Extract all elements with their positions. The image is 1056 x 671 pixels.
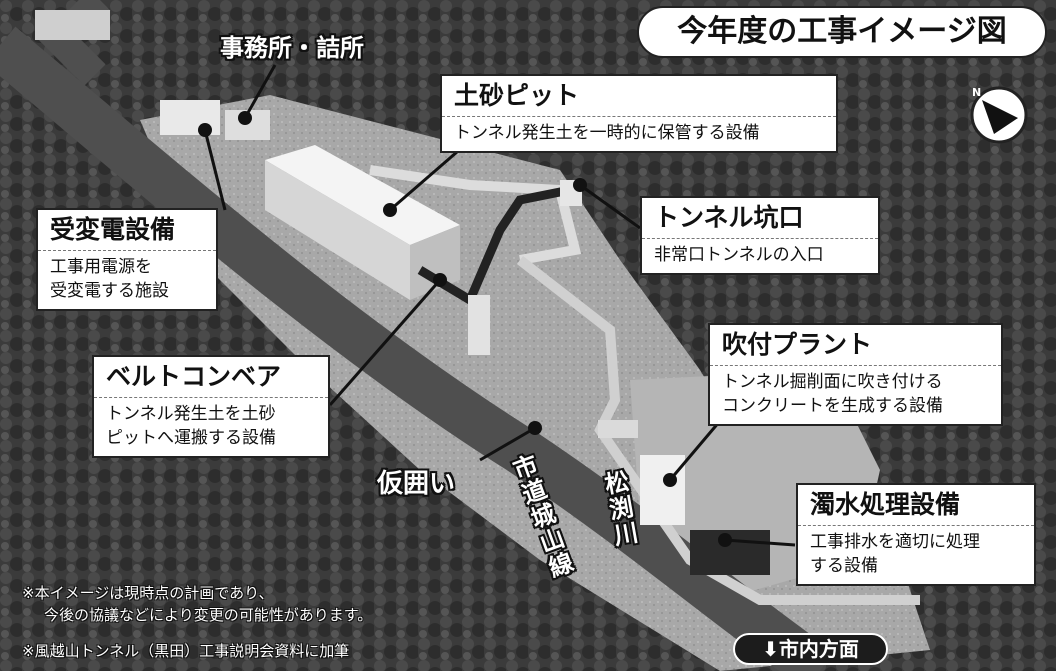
note-line-3: ※風越山トンネル（黒田）工事説明会資料に加筆 xyxy=(22,642,350,660)
marker-conveyor xyxy=(433,273,447,287)
marker-soil-pit xyxy=(383,203,397,217)
callout-spray-plant: 吹付プラント トンネル掘削面に吹き付ける コンクリートを生成する設備 xyxy=(708,323,1003,426)
callout-tunnel-entrance-desc: 非常口トンネルの入口 xyxy=(654,245,824,265)
leader-office xyxy=(243,64,277,119)
leader-conveyor xyxy=(328,279,442,406)
callout-water-treatment: 濁水処理設備 工事排水を適切に処理 する設備 xyxy=(796,483,1036,586)
marker-fence xyxy=(528,421,542,435)
belt-conveyor-line xyxy=(417,185,571,307)
callout-soil-pit: 土砂ピット トンネル発生土を一時的に保管する設備 xyxy=(440,74,838,153)
note-line-2: 今後の協議などにより変更の可能性があります。 xyxy=(44,606,373,624)
direction-badge: ⬇市内方面 xyxy=(733,633,888,665)
diagram-title: 今年度の工事イメージ図 xyxy=(637,6,1047,58)
north-arrow-icon: N xyxy=(970,86,1028,144)
callout-soil-pit-desc: トンネル発生土を一時的に保管する設備 xyxy=(454,123,760,143)
leader-tunnel xyxy=(579,183,641,230)
callout-belt-conveyor-desc: トンネル発生土を土砂 ピットへ運搬する設備 xyxy=(106,404,276,448)
callout-belt-conveyor-title: ベルトコンベア xyxy=(94,357,328,398)
leader-substation xyxy=(203,129,227,211)
leader-fence xyxy=(479,426,536,462)
marker-water xyxy=(718,533,732,547)
callout-spray-plant-title: 吹付プラント xyxy=(710,325,1001,366)
svg-text:N: N xyxy=(972,86,981,99)
marker-office xyxy=(238,111,252,125)
soil-pit-roof xyxy=(265,145,460,245)
callout-substation-desc: 工事用電源を 受変電する施設 xyxy=(50,257,169,301)
marker-spray xyxy=(663,473,677,487)
soil-pit-wall xyxy=(265,160,410,300)
leader-water xyxy=(724,538,796,547)
fence-label: 仮囲い xyxy=(377,469,456,499)
callout-tunnel-entrance-title: トンネル坑口 xyxy=(642,198,878,239)
callout-spray-plant-desc: トンネル掘削面に吹き付ける コンクリートを生成する設備 xyxy=(722,372,943,416)
callout-water-treatment-title: 濁水処理設備 xyxy=(798,485,1034,526)
callout-substation: 受変電設備 工事用電源を 受変電する施設 xyxy=(36,208,218,311)
down-arrow-icon: ⬇ xyxy=(762,637,779,661)
spray-plant xyxy=(640,455,685,525)
direction-label: 市内方面 xyxy=(778,637,859,661)
callout-soil-pit-title: 土砂ピット xyxy=(442,76,836,117)
road xyxy=(0,26,834,671)
marker-tunnel xyxy=(573,178,587,192)
marker-substation xyxy=(198,123,212,137)
callout-water-treatment-desc: 工事排水を適切に処理 する設備 xyxy=(810,532,980,576)
note-line-1: ※本イメージは現時点の計画であり、 xyxy=(22,584,274,602)
office-label: 事務所・詰所 xyxy=(220,34,364,62)
callout-tunnel-entrance: トンネル坑口 非常口トンネルの入口 xyxy=(640,196,880,275)
callout-belt-conveyor: ベルトコンベア トンネル発生土を土砂 ピットへ運搬する設備 xyxy=(92,355,330,458)
callout-substation-title: 受変電設備 xyxy=(38,210,216,251)
